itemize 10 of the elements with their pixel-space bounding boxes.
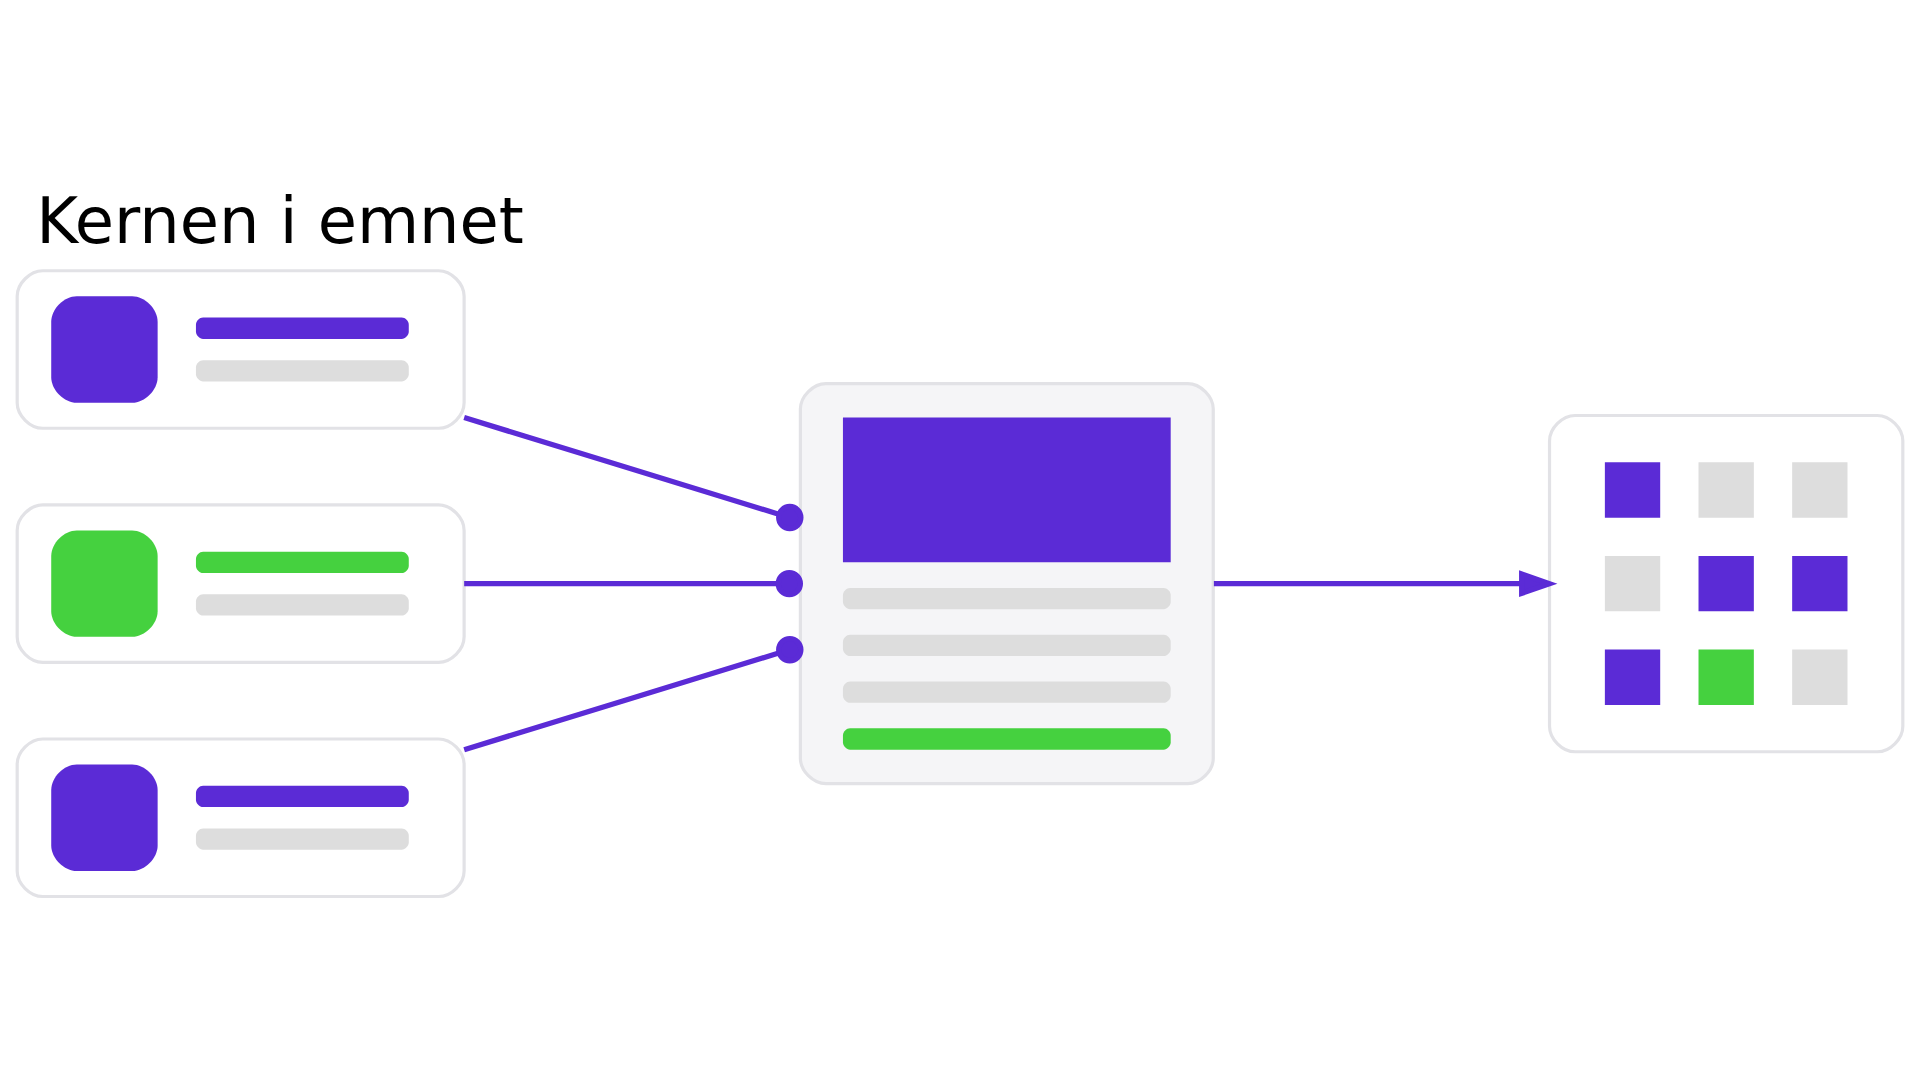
connector [463,415,804,532]
node-box [15,737,466,899]
diagram-title: Kernen i emnet [36,184,524,259]
connector [464,569,803,598]
connector [463,635,804,753]
node-box [15,269,466,430]
node-box [1547,413,1905,754]
node-box [15,503,466,664]
node-box [798,381,1215,786]
arrow [1213,570,1558,598]
